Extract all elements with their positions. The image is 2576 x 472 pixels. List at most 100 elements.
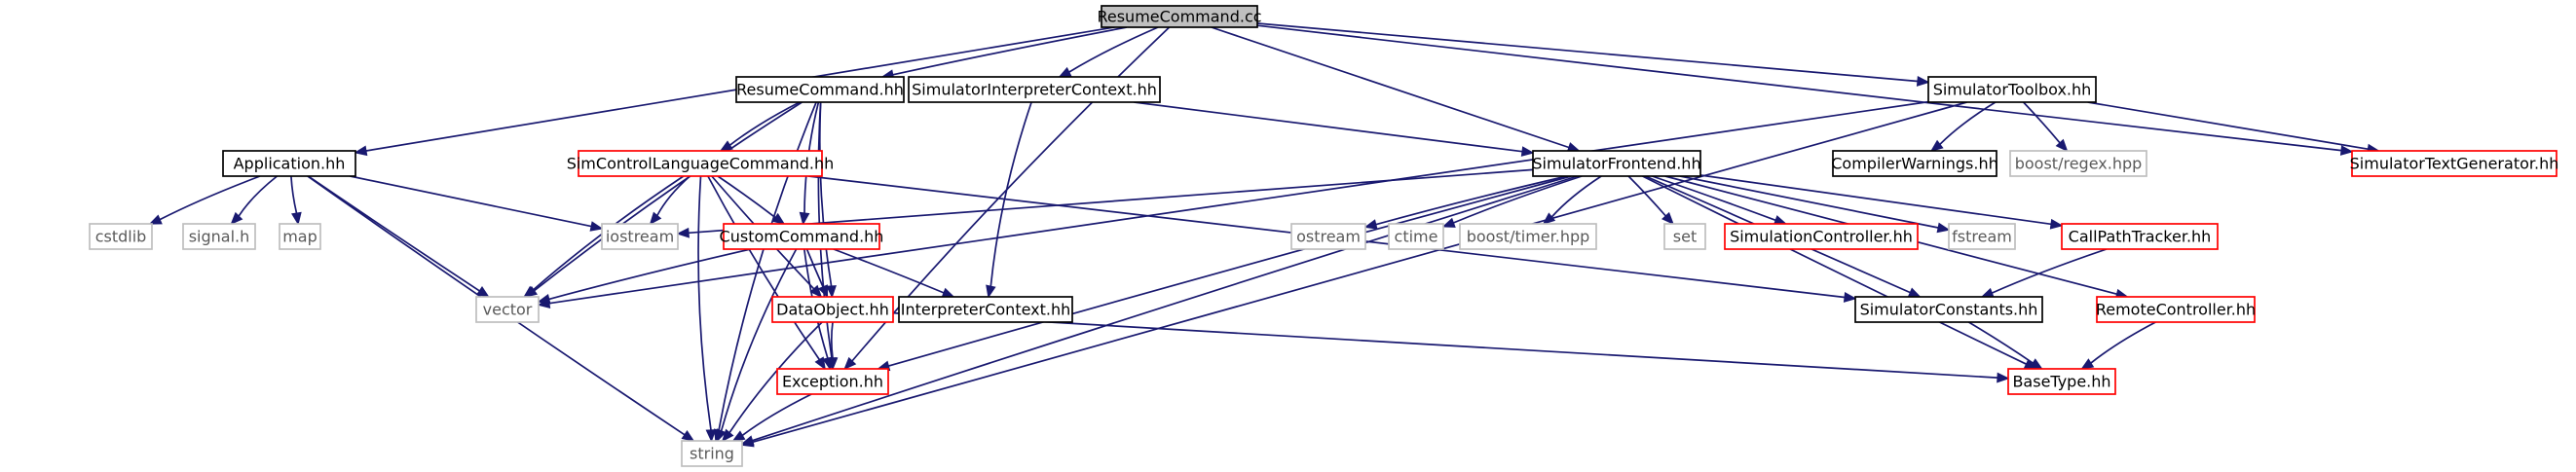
edge-line — [707, 175, 821, 361]
node-boost_regex: boost/regex.hpp — [2009, 150, 2147, 177]
node-fstream: fstream — [1948, 223, 2016, 250]
node-label: CompilerWarnings.hh — [1831, 155, 1998, 173]
edge-arrowhead — [589, 221, 604, 232]
node-resumecommand_hh[interactable]: ResumeCommand.hh — [735, 76, 905, 103]
node-label: cstdlib — [95, 228, 147, 246]
edge-arrowhead — [291, 211, 302, 226]
edge-arrowhead — [799, 211, 810, 226]
node-dataobject[interactable]: DataObject.hh — [771, 296, 894, 323]
edge-line — [2090, 321, 2156, 364]
edge-line — [717, 175, 776, 219]
edge-line — [1991, 248, 2108, 294]
edge-exception-to-string — [731, 393, 812, 442]
node-cstdlib: cstdlib — [89, 223, 153, 250]
node-exception[interactable]: Exception.hh — [776, 368, 889, 395]
node-customcommand[interactable]: CustomCommand.hh — [720, 223, 884, 250]
edge-arrowhead — [681, 430, 695, 442]
node-simfrontend[interactable]: SimulatorFrontend.hh — [1532, 150, 1701, 177]
node-box — [89, 223, 153, 250]
edge-line — [805, 248, 824, 288]
edge-arrowhead — [1542, 212, 1556, 226]
edge-line — [1699, 174, 2052, 226]
edge-arrowhead — [537, 293, 551, 305]
node-label: boost/timer.hpp — [1467, 228, 1590, 246]
node-remotecontroller[interactable]: RemoteController.hh — [2096, 296, 2256, 323]
edge-line — [888, 175, 1572, 367]
edge-arrowhead — [148, 214, 163, 225]
node-simtoolbox[interactable]: SimulatorToolbox.hh — [1927, 76, 2097, 103]
node-simtextgen[interactable]: SimulatorTextGenerator.hh — [2350, 150, 2559, 177]
node-interpreterctx[interactable]: InterpreterContext.hh — [898, 296, 1073, 323]
node-box — [1948, 223, 2016, 250]
edges-layer — [148, 22, 2380, 448]
node-application[interactable]: Application.hh — [222, 150, 356, 177]
edge-arrowhead — [843, 356, 857, 371]
edge-simfrontend-to-boost_timer — [1542, 175, 1602, 226]
edge-arrowhead — [705, 429, 717, 443]
edge-arrowhead — [716, 428, 727, 443]
edge-arrowhead — [522, 285, 537, 298]
edge-line — [2022, 101, 2061, 144]
edge-line — [1375, 175, 1567, 226]
node-compilerwarnings[interactable]: CompilerWarnings.hh — [1831, 150, 1998, 177]
edge-simtoolbox-to-string — [740, 101, 1967, 448]
edge-simfrontend-to-ctime — [1441, 175, 1583, 228]
edge-application-to-signal_h — [230, 175, 279, 226]
node-basetype[interactable]: BaseType.hh — [2007, 368, 2116, 395]
node-label: SimControlLanguageCommand.hh — [567, 155, 835, 173]
node-resumecommand_cc[interactable]: ResumeCommand.cc — [1097, 5, 1262, 28]
edge-resumecommand_cc-to-simtextgen — [1256, 24, 2354, 156]
edge-line — [718, 101, 817, 431]
edge-line — [830, 321, 834, 359]
edge-line — [1256, 22, 1919, 83]
edge-application-to-map — [290, 175, 302, 226]
edge-arrowhead — [354, 145, 368, 157]
edge-arrowhead — [826, 285, 837, 299]
edge-arrowhead — [2339, 145, 2354, 156]
edge-line — [720, 248, 798, 432]
node-box — [1532, 150, 1701, 177]
edge-arrowhead — [230, 211, 243, 226]
node-callpathtracker[interactable]: CallPathTracker.hh — [2061, 223, 2219, 250]
node-label: CustomCommand.hh — [720, 228, 884, 246]
edge-line — [833, 248, 945, 294]
edge-simconstants-to-basetype — [1967, 321, 2043, 370]
edge-arrowhead — [649, 211, 662, 226]
node-box — [578, 150, 823, 177]
node-simcontrol_lang[interactable]: SimControlLanguageCommand.hh — [567, 150, 835, 177]
node-signal_h: signal.h — [182, 223, 256, 250]
edge-arrowhead — [731, 430, 746, 442]
node-box — [1832, 150, 1997, 177]
node-label: BaseType.hh — [2012, 373, 2110, 391]
node-simcontroller[interactable]: SimulationController.hh — [1724, 223, 1919, 250]
node-siminterp_ctx[interactable]: SimulatorInterpreterContext.hh — [908, 76, 1161, 103]
node-label: SimulatorTextGenerator.hh — [2350, 155, 2559, 173]
edge-simtoolbox-to-compilerwarnings — [1929, 101, 1997, 152]
node-box — [182, 223, 256, 250]
node-box — [475, 296, 540, 323]
edge-dataobject-to-basetype — [892, 311, 2010, 383]
edge-arrowhead — [1363, 219, 1378, 230]
node-simconstants[interactable]: SimulatorConstants.hh — [1854, 296, 2043, 323]
edge-line — [752, 175, 1578, 442]
edge-arrowhead — [2080, 358, 2095, 370]
edge-line — [741, 393, 812, 437]
edge-customcommand-to-interpreterctx — [833, 248, 955, 298]
edge-arrowhead — [941, 287, 955, 298]
edge-simcontrol_lang-to-iostream — [649, 175, 691, 226]
edge-customcommand-to-string — [716, 248, 798, 443]
node-vector: vector — [475, 296, 540, 323]
node-box — [279, 223, 321, 250]
edge-callpathtracker-to-simconstants — [1980, 248, 2108, 298]
edge-arrowhead — [2055, 138, 2069, 153]
node-label: Exception.hh — [782, 373, 883, 391]
node-map: map — [279, 223, 321, 250]
edge-line — [728, 321, 823, 434]
edge-resumecommand_hh-to-simcontrol_lang — [719, 101, 801, 152]
node-box — [898, 296, 1073, 323]
node-box — [1388, 223, 1444, 250]
node-label: DataObject.hh — [776, 301, 889, 319]
node-set: set — [1663, 223, 1706, 250]
edge-line — [1452, 175, 1583, 224]
edge-arrowhead — [1936, 222, 1951, 234]
